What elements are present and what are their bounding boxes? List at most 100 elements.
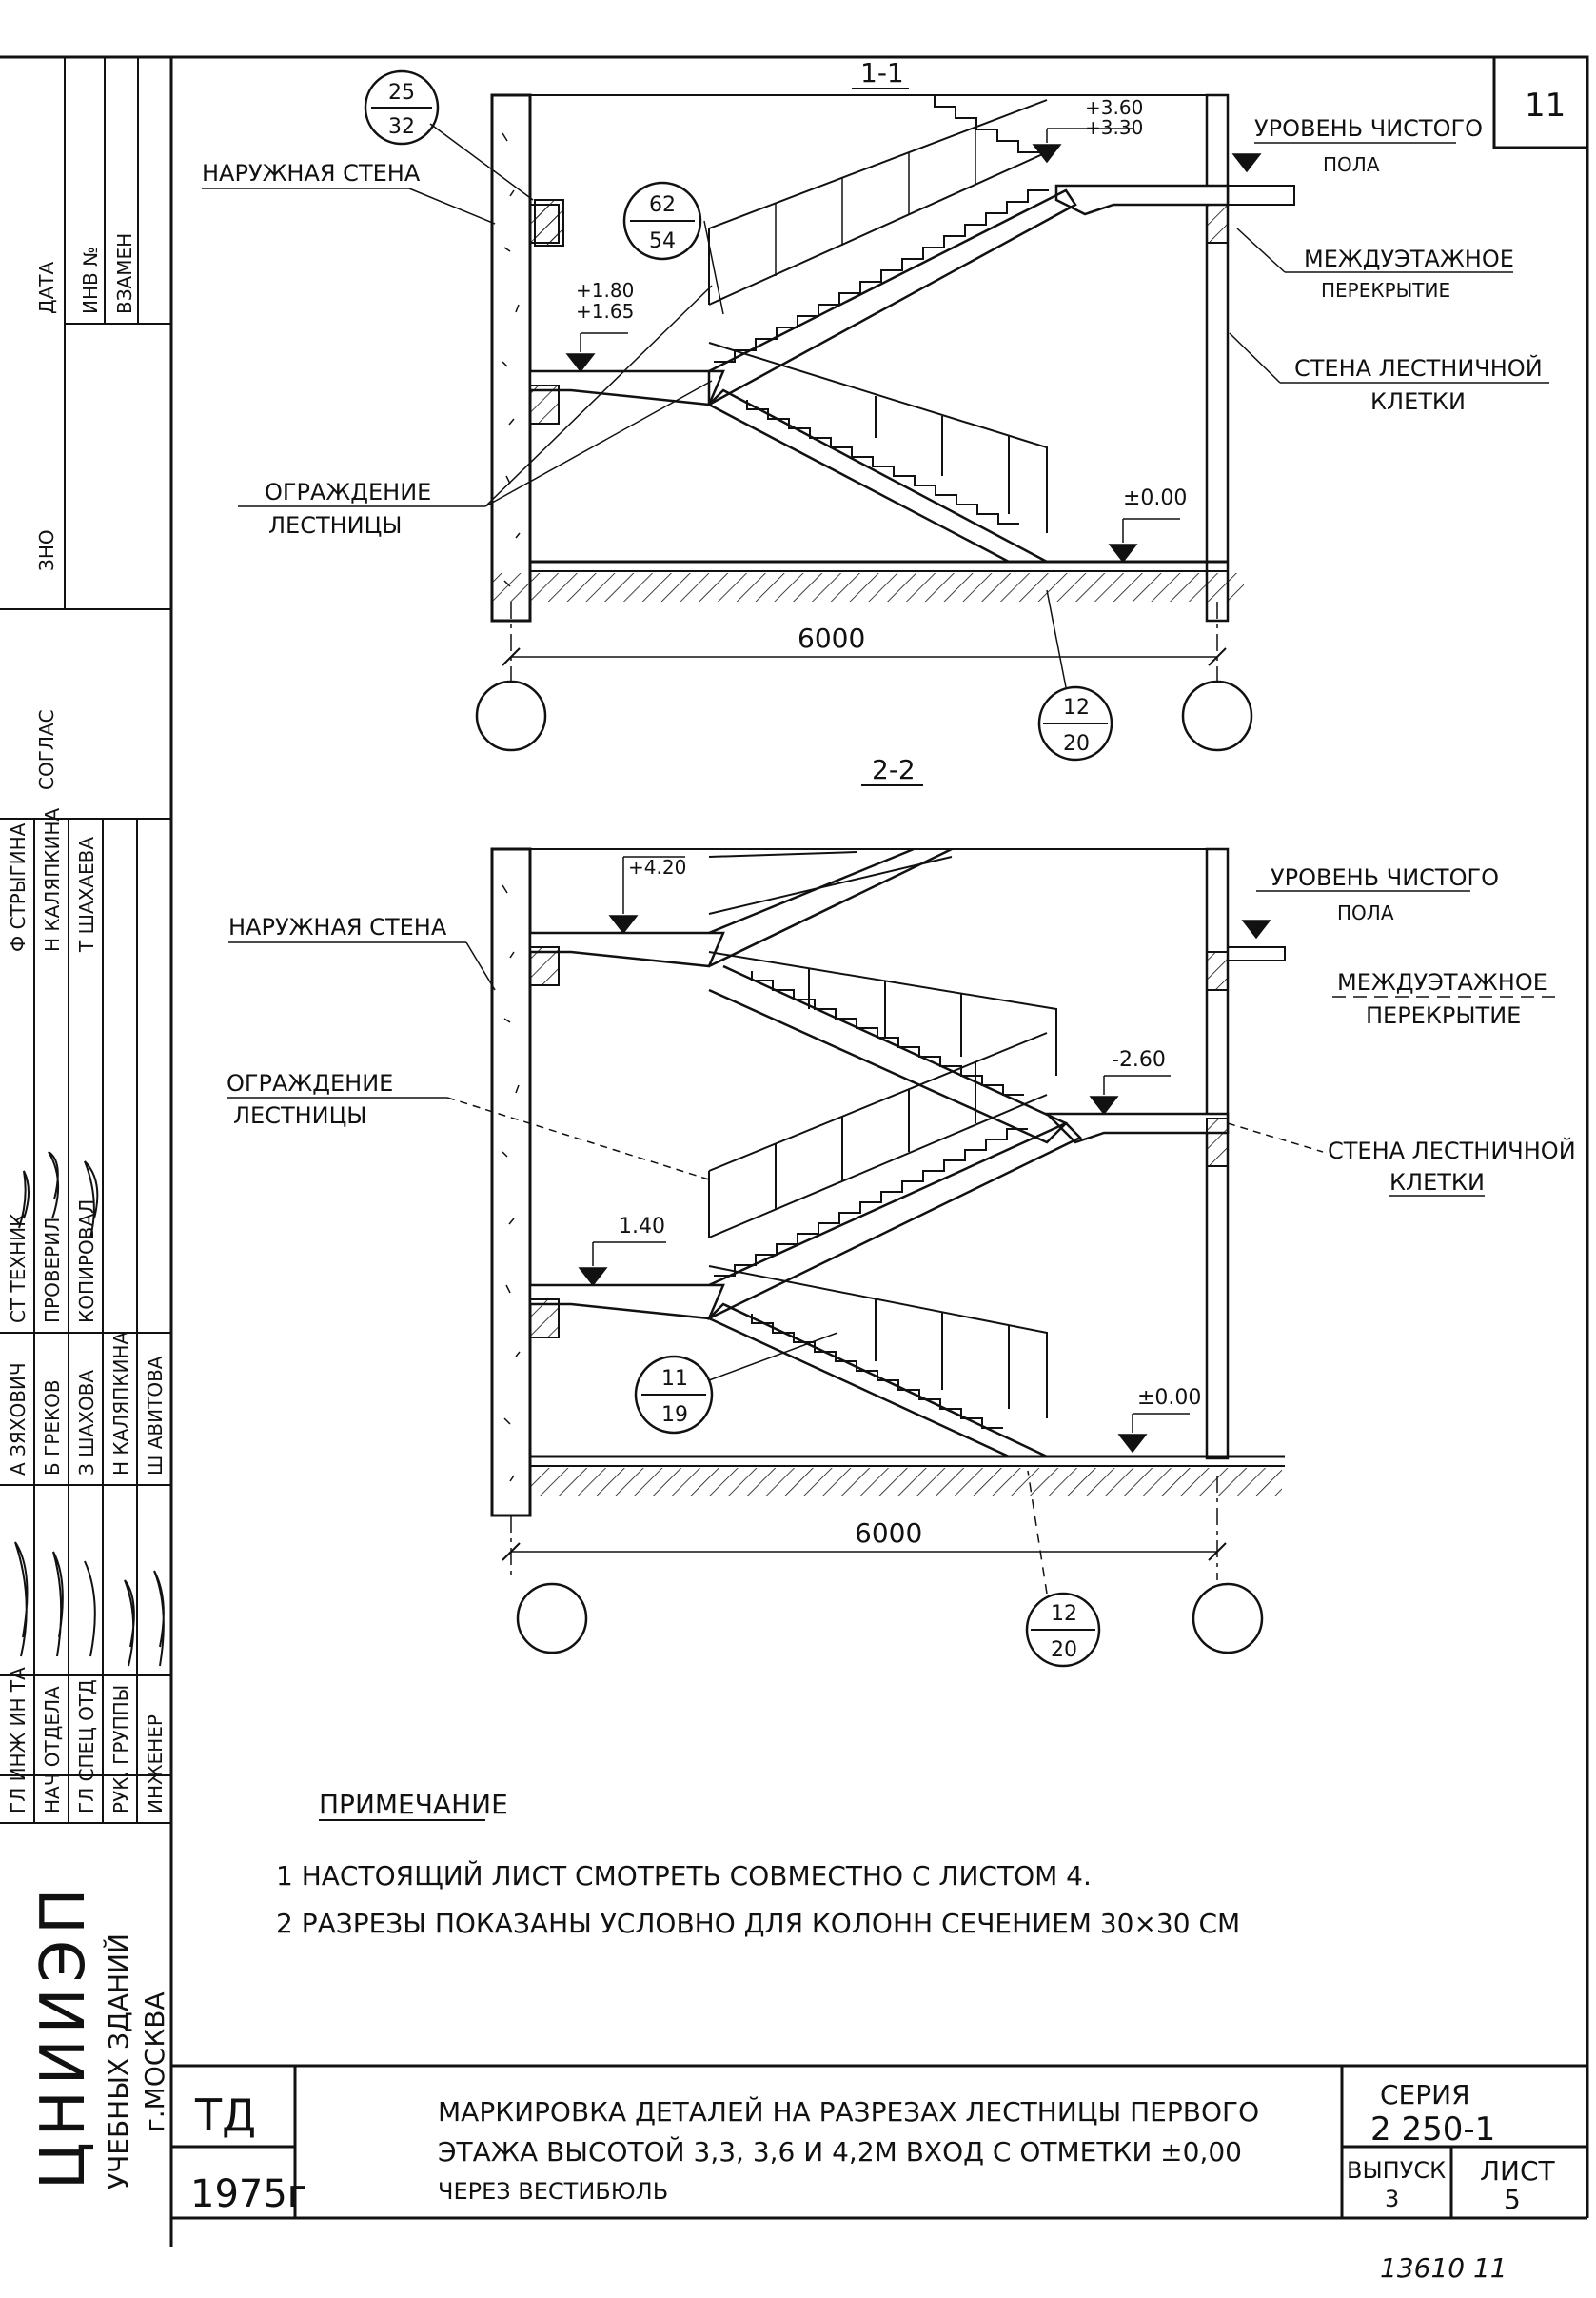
- title-code: ТД: [194, 2090, 256, 2141]
- left-strip-texts: ДАТА ИНВ № ВЗАМЕН ЗНО СОГЛАС ГЛ ИНЖ ИН Т…: [7, 233, 170, 2189]
- signatures: [14, 1151, 165, 1667]
- strip-name-b-1: Ф СТРЫГИНА: [7, 822, 30, 952]
- strip-name-a-2: Б ГРЕКОВ: [41, 1379, 64, 1476]
- sheet-number: 11: [1525, 87, 1566, 125]
- strip-role-5: ИНЖЕНЕР: [144, 1714, 167, 1813]
- note-2: 2 РАЗРЕЗЫ ПОКАЗАНЫ УСЛОВНО ДЛЯ КОЛОНН СЕ…: [276, 1908, 1240, 1939]
- svg-text:54: 54: [649, 229, 676, 253]
- elev-1-80: +1.80: [576, 279, 634, 302]
- axis-bubble-2a: [516, 1582, 588, 1654]
- strip-replace: ВЗАМЕН: [113, 233, 136, 314]
- axis-bubble-2b: [1192, 1582, 1264, 1654]
- outer-wall-2: [490, 847, 532, 1517]
- elev-4-20: +4.20: [628, 856, 686, 879]
- strip-name-a-5: Ш АВИТОВА: [144, 1356, 167, 1476]
- svg-text:11: 11: [661, 1367, 688, 1391]
- svg-text:20: 20: [1051, 1638, 1077, 1662]
- label-railing-2b: ЛЕСТНИЦЫ: [233, 1102, 366, 1129]
- elev-3-60: +3.60: [1085, 96, 1143, 119]
- detail-marker-62-54: 62 54: [622, 181, 702, 261]
- issue-value: 3: [1385, 2186, 1399, 2212]
- org-main: ЦНИИЭП: [29, 1883, 99, 2189]
- label-slab-2a: МЕЖДУЭТАЖНОЕ: [1337, 969, 1547, 996]
- ground-hatch-1: [492, 573, 1244, 602]
- sheet-label: ЛИСТ: [1480, 2155, 1556, 2187]
- upper-steps-1: [714, 189, 1049, 363]
- section-2-2: 2-2: [227, 754, 1576, 1668]
- bottom-code: 13610 11: [1380, 2252, 1507, 2284]
- label-stairwall-2a: СТЕНА ЛЕСТНИЧНОЙ: [1328, 1137, 1576, 1164]
- outer-wall-1: [490, 93, 532, 623]
- label-stairwall-1b: КЛЕТКИ: [1370, 388, 1466, 415]
- railing-upper-1: [708, 99, 1048, 306]
- svg-text:12: 12: [1063, 696, 1090, 720]
- label-clean-floor-2a: УРОВЕНЬ ЧИСТОГО: [1271, 864, 1499, 891]
- org-sub1: УЧЕБНЫХ ЗДАНИЙ: [102, 1933, 134, 2189]
- strip-name-a-4: Н КАЛЯПКИНА: [109, 1332, 132, 1476]
- label-clean-floor-2b: ПОЛА: [1337, 901, 1394, 924]
- label-slab-1a: МЕЖДУЭТАЖНОЕ: [1304, 246, 1514, 272]
- landing-beam-1: [529, 385, 560, 425]
- strip-role-4: РУК. ГРУППЫ: [109, 1685, 132, 1813]
- railing-lower-1: [708, 342, 1048, 533]
- strip-role-1: ГЛ ИНЖ ИН ТА: [7, 1667, 30, 1813]
- elev-3-30: +3.30: [1085, 116, 1143, 139]
- upper-flight-1: [707, 188, 1077, 407]
- section-1-title: 1-1: [860, 57, 904, 89]
- elev-0-00-1: ±0.00: [1123, 486, 1187, 510]
- dimension-2: 6000: [855, 1517, 922, 1549]
- label-outer-wall-2: НАРУЖНАЯ СТЕНА: [228, 914, 447, 941]
- elev-1-40: 1.40: [619, 1215, 665, 1238]
- elev-1-65: +1.65: [576, 300, 634, 323]
- strip-name-b-3: Т ШАХАЕВА: [75, 837, 98, 953]
- strip-name-a-1: А ЗЯХОВИЧ: [7, 1362, 30, 1476]
- svg-text:32: 32: [388, 115, 415, 139]
- title-year: 1975г: [190, 2172, 307, 2216]
- section-2-title: 2-2: [872, 754, 916, 785]
- strip-role-b-1: СТ ТЕХНИК: [7, 1214, 30, 1323]
- svg-text:12: 12: [1051, 1602, 1077, 1626]
- strip-role-b-2: ПРОВЕРИЛ: [41, 1218, 64, 1323]
- label-slab-1b: ПЕРЕКРЫТИЕ: [1321, 279, 1450, 302]
- strip-date: ДАТА: [35, 261, 58, 314]
- label-stairwall-1a: СТЕНА ЛЕСТНИЧНОЙ: [1294, 354, 1543, 382]
- sheet-value: 5: [1504, 2184, 1521, 2215]
- strip-name-a-3: З ШАХОВА: [75, 1370, 98, 1476]
- detail-marker-25-32: 25 32: [364, 69, 440, 146]
- svg-text:25: 25: [388, 81, 415, 105]
- label-railing-1b: ЛЕСТНИЦЫ: [268, 512, 402, 539]
- issue-label: ВЫПУСК: [1347, 2157, 1446, 2184]
- detail-marker-11-19: 11 19: [634, 1355, 714, 1435]
- svg-text:19: 19: [661, 1403, 688, 1427]
- strip-partial-1: ЗНО: [35, 529, 58, 571]
- title-line-2: ЭТАЖА ВЫСОТОЙ 3,3, 3,6 И 4,2М ВХОД С ОТМ…: [438, 2135, 1242, 2168]
- title-line-1: МАРКИРОВКА ДЕТАЛЕЙ НА РАЗРЕЗАХ ЛЕСТНИЦЫ …: [438, 2095, 1259, 2128]
- org-sub2: г.МОСКВА: [139, 1991, 170, 2132]
- notes: ПРИМЕЧАНИЕ 1 НАСТОЯЩИЙ ЛИСТ СМОТРЕТЬ СОВ…: [276, 1789, 1240, 1939]
- label-slab-2b: ПЕРЕКРЫТИЕ: [1366, 1002, 1521, 1029]
- axis-bubble-1a: [475, 680, 547, 752]
- notes-heading: ПРИМЕЧАНИЕ: [319, 1789, 508, 1820]
- title-line-3: ЧЕРЕЗ ВЕСТИБЮЛЬ: [438, 2178, 668, 2205]
- note-1: 1 НАСТОЯЩИЙ ЛИСТ СМОТРЕТЬ СОВМЕСТНО С ЛИ…: [276, 1859, 1092, 1892]
- strip-role-2: НАЧ ОТДЕЛА: [41, 1686, 64, 1813]
- elevation-marks-1: [565, 128, 1262, 564]
- dimension-1: 6000: [798, 623, 865, 654]
- strip-role-3: ГЛ СПЕЦ ОТД: [75, 1679, 98, 1813]
- series-label: СЕРИЯ: [1380, 2079, 1470, 2110]
- detail-marker-12-20-b: 12 20: [1025, 1592, 1101, 1668]
- label-clean-floor-1a: УРОВЕНЬ ЧИСТОГО: [1254, 115, 1483, 142]
- ground-hatch-2: [530, 1468, 1282, 1496]
- svg-text:62: 62: [649, 193, 676, 217]
- title-block: [171, 2064, 1587, 2218]
- detail-marker-12-20-a: 12 20: [1037, 685, 1113, 762]
- elev-2-60: -2.60: [1112, 1048, 1166, 1072]
- series-value: 2 250-1: [1370, 2110, 1495, 2149]
- label-stairwall-2b: КЛЕТКИ: [1389, 1169, 1485, 1196]
- section-1-1: 1-1: [202, 57, 1549, 762]
- lower-steps-1: [746, 400, 1019, 525]
- sheet-frame: [0, 55, 1589, 2247]
- upper-slab-1: [1054, 184, 1230, 216]
- label-clean-floor-1b: ПОЛА: [1323, 153, 1380, 176]
